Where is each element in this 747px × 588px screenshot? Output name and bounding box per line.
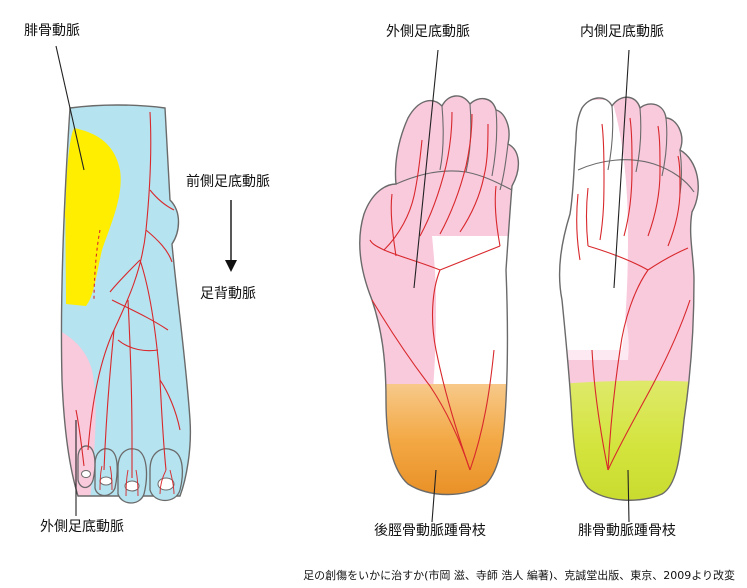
source-caption: 足の創傷をいかに治すか(市岡 滋、寺師 浩人 編著)、克誠堂出版、東京、2009… <box>303 567 735 583</box>
label-posterior-tibial-calcaneal-branch: 後脛骨動脈踵骨枝 <box>374 524 486 538</box>
label-lateral-plantar-artery-dorsal: 外側足底動脈 <box>40 520 124 534</box>
sole-illustration-medial <box>550 80 710 510</box>
label-dorsalis-pedis-artery: 足背動脈 <box>200 287 256 301</box>
dorsal-foot-illustration <box>50 100 200 503</box>
label-fibular-calcaneal-branch: 腓骨動脈踵骨枝 <box>578 524 676 538</box>
label-fibular-artery: 腓骨動脈 <box>24 24 80 38</box>
label-anterior-lateral-plantar-artery: 前側足底動脈 <box>186 175 270 189</box>
label-medial-plantar-artery: 内側足底動脈 <box>580 25 664 39</box>
down-arrow-icon <box>225 200 237 272</box>
sole-illustration-lateral <box>340 80 530 510</box>
label-lateral-plantar-artery-sole: 外側足底動脈 <box>386 25 470 39</box>
